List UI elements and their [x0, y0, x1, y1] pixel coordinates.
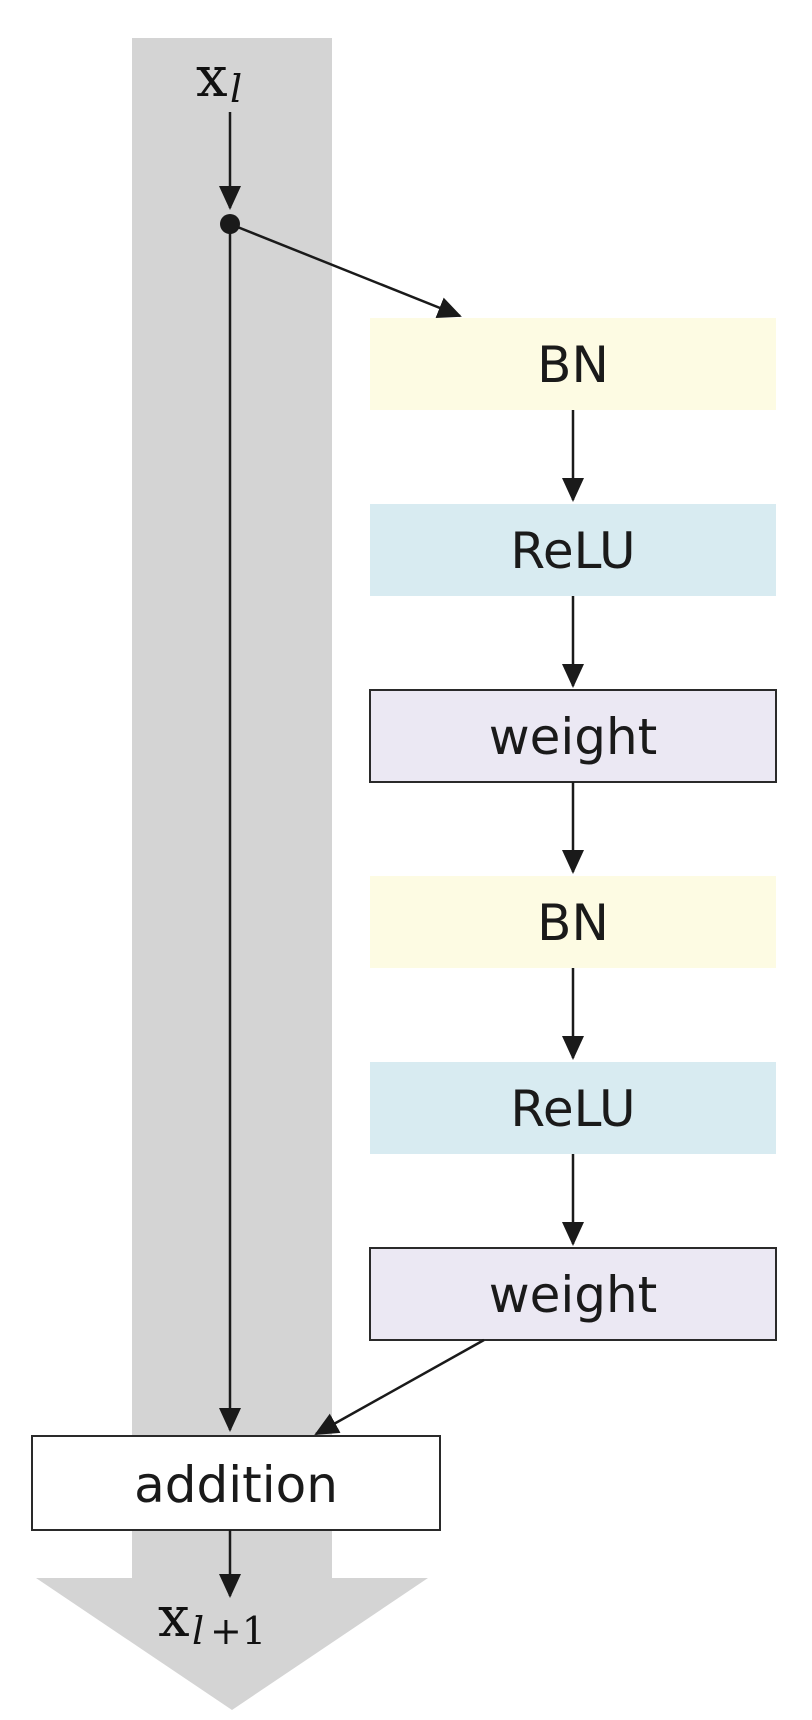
relu-block-1-label: ReLU	[510, 522, 635, 580]
bn-block-2	[370, 876, 776, 968]
addition-block	[31, 1435, 441, 1531]
addition-label: addition	[134, 1456, 338, 1514]
relu-block-1	[370, 504, 776, 596]
weight-block-2-label: weight	[489, 1266, 658, 1324]
input-variable: x l	[196, 45, 242, 111]
weight-block-2	[369, 1247, 777, 1341]
identity-path-arrow	[36, 38, 428, 1710]
input-var-symbol: x	[196, 45, 228, 110]
bn-block-2-label: BN	[537, 894, 609, 952]
output-var-symbol: x	[158, 1585, 190, 1650]
relu-block-2	[370, 1062, 776, 1154]
weight-block-1-label: weight	[489, 708, 658, 766]
output-var-subscript-plus-one: +1	[210, 1609, 266, 1653]
relu-block-2-label: ReLU	[510, 1080, 635, 1138]
arrow-weight2-addition	[314, 1338, 485, 1436]
output-var-subscript-l: l	[192, 1609, 204, 1653]
input-var-subscript: l	[230, 67, 242, 111]
branch-arrow	[229, 222, 462, 319]
weight-block-1	[369, 689, 777, 783]
output-variable: x l +1	[158, 1585, 266, 1653]
bn-block-1-label: BN	[537, 336, 609, 394]
bn-block-1	[370, 318, 776, 410]
